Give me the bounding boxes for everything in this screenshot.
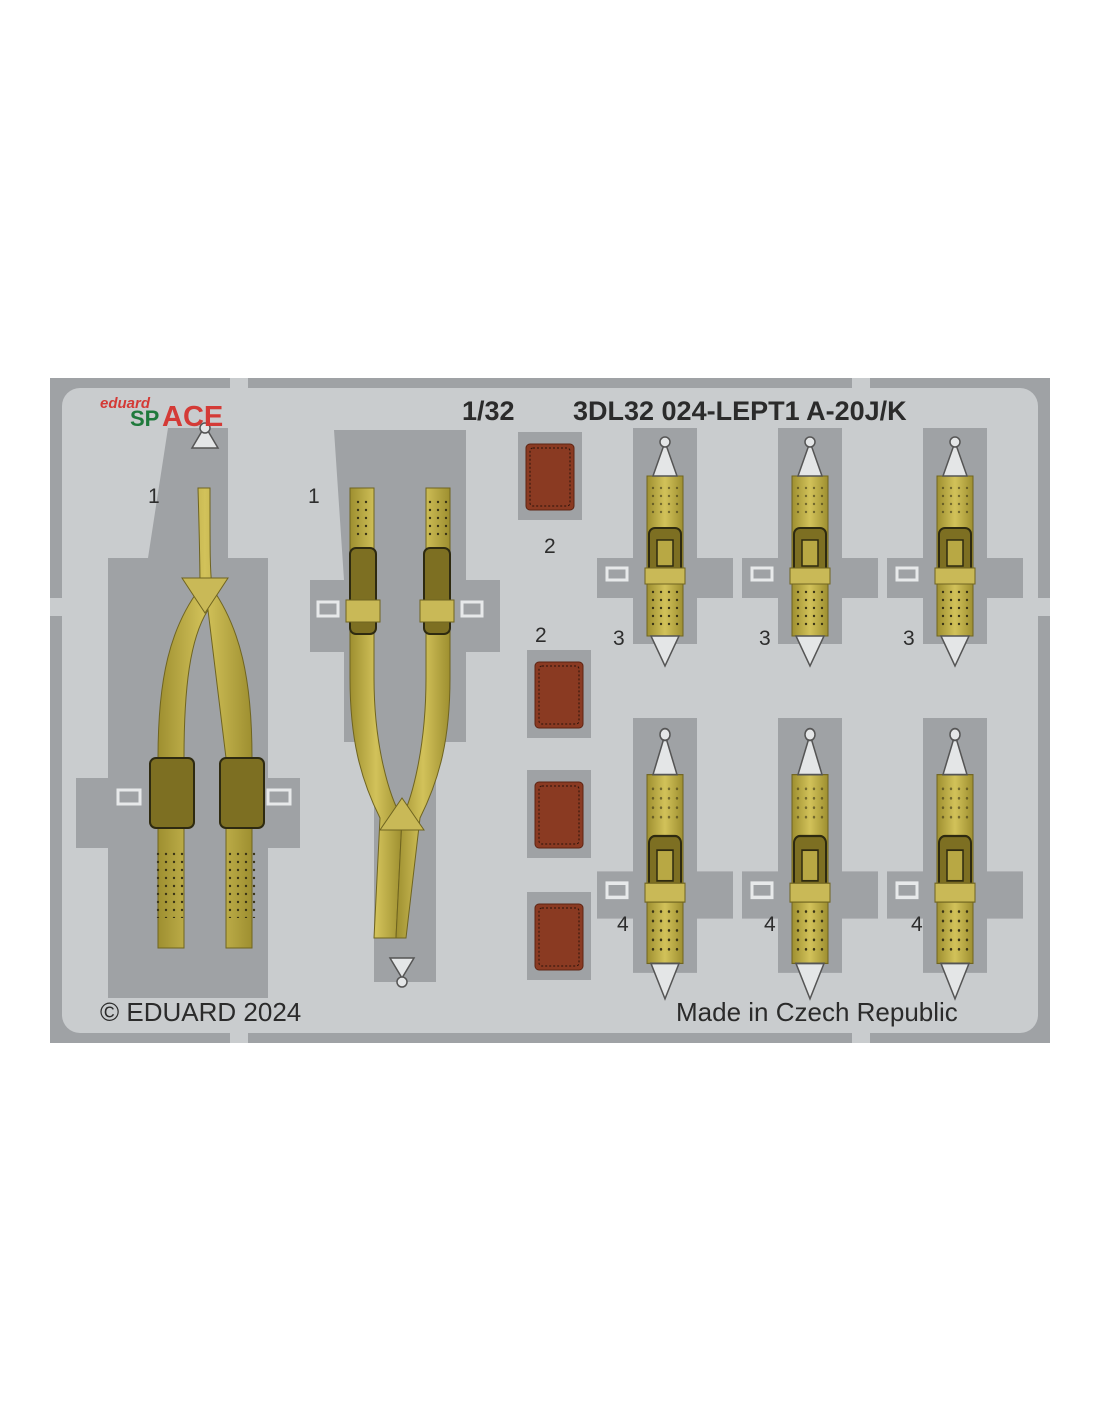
svg-text:eduard: eduard — [100, 395, 151, 412]
part-2-pad-1 — [526, 649, 592, 739]
svg-text:ACE: ACE — [162, 401, 223, 433]
part-label-3: 3 — [759, 627, 771, 650]
product-code: 3DL32 024-LEPT1 A-20J/K — [573, 396, 907, 426]
part-label-4: 4 — [911, 913, 923, 936]
origin-label: Made in Czech Republic — [676, 997, 958, 1027]
svg-text:SP: SP — [130, 406, 159, 431]
part-label-3: 3 — [613, 627, 625, 650]
part-label-4: 4 — [617, 913, 629, 936]
photo-etch-fret: eduard SP ACE 1/32 3DL32 024-LEPT1 A-20J… — [50, 378, 1050, 1043]
part-1-harness-right — [310, 430, 500, 988]
part-label-2: 2 — [535, 624, 547, 647]
part-label-1: 1 — [148, 485, 160, 508]
part-2-pad-top — [517, 431, 583, 521]
part-label-2: 2 — [544, 535, 556, 558]
part-1-harness-left — [76, 422, 300, 998]
copyright-label: © EDUARD 2024 — [100, 997, 301, 1027]
part-label-1: 1 — [308, 485, 320, 508]
part-2-pad-3 — [526, 891, 592, 981]
part-label-4: 4 — [764, 913, 776, 936]
part-2-pad-2 — [526, 769, 592, 859]
part-label-3: 3 — [903, 627, 915, 650]
scale-label: 1/32 — [462, 396, 515, 426]
eduard-space-logo: eduard SP ACE — [100, 395, 223, 433]
